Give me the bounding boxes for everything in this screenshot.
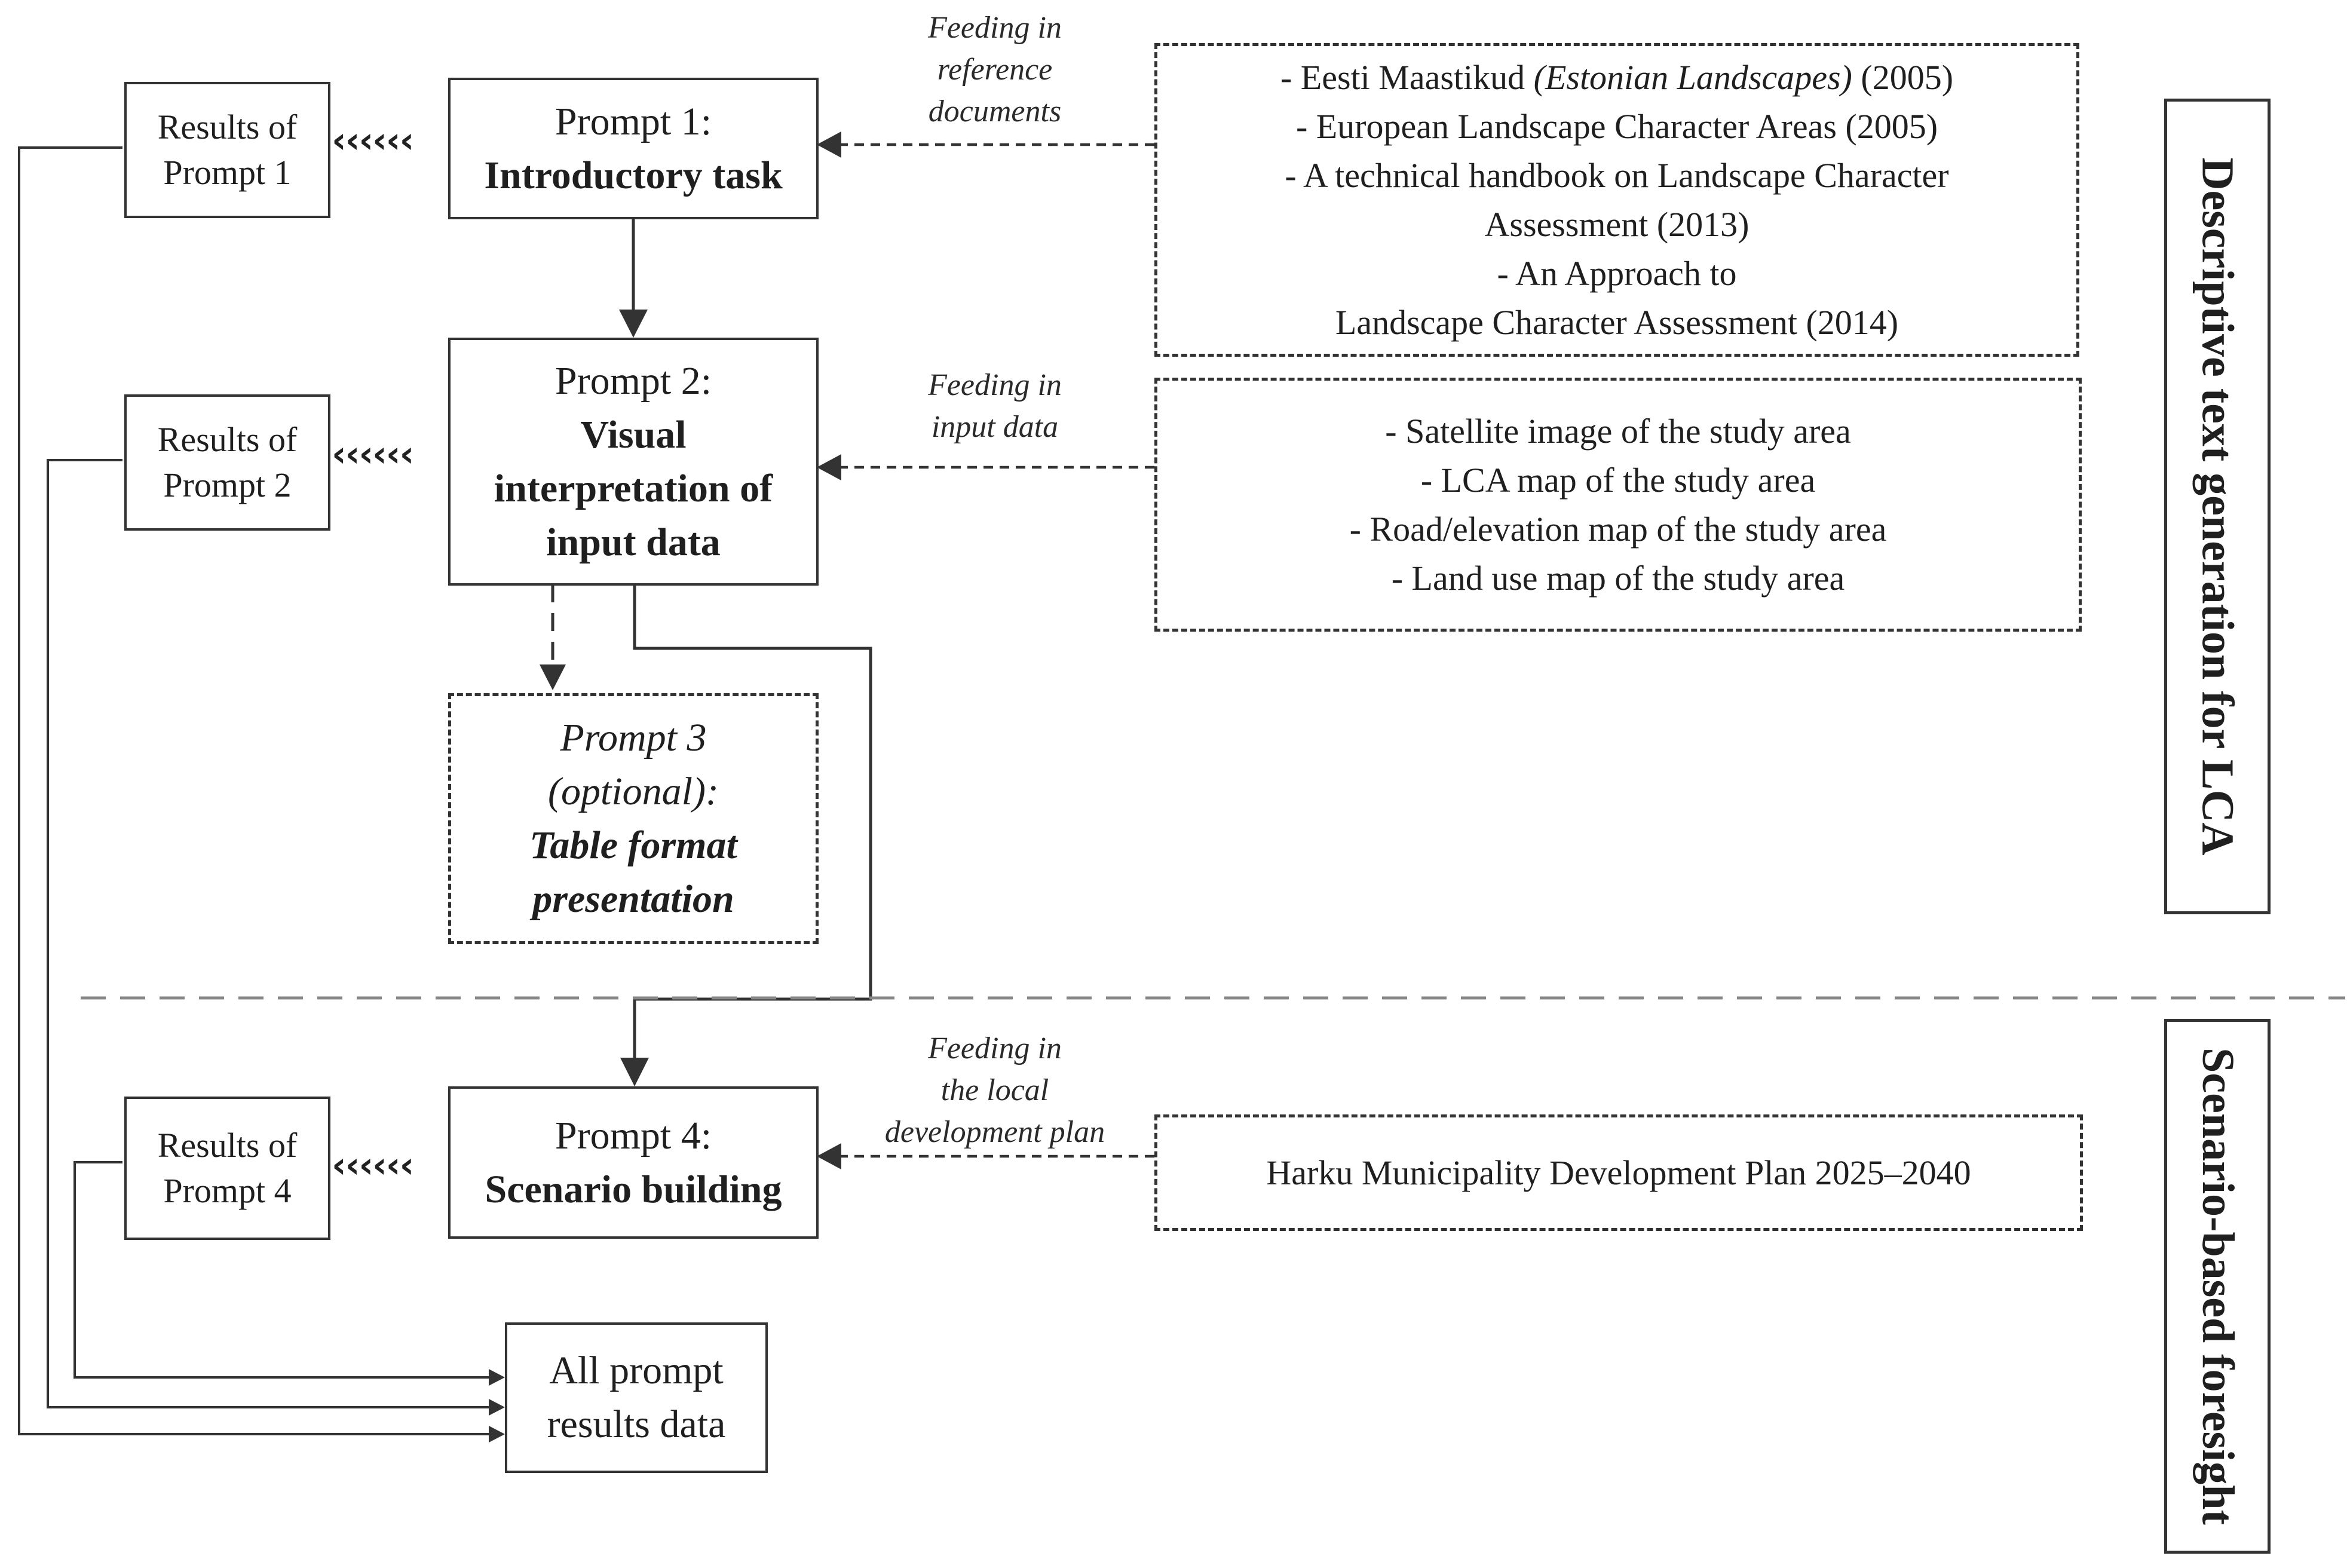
prompt-2-box: Prompt 2: Visual interpretation of input…: [448, 338, 819, 586]
arrowhead-p2-to-p3: [540, 664, 566, 690]
feeding-text: the local: [940, 1073, 1049, 1107]
prompt-1-title: Prompt 1:: [554, 99, 712, 143]
input-data-line: - Road/elevation map of the study area: [1349, 509, 1887, 549]
development-plan-box: Harku Municipality Development Plan 2025…: [1154, 1114, 2083, 1231]
feeding-text: input data: [931, 410, 1059, 444]
results-label: Results of: [157, 108, 298, 146]
result-chevrons-2: ‹‹‹‹‹‹: [332, 433, 414, 475]
section-label-text: Descriptive text generation for LCA: [2192, 157, 2243, 856]
input-data-line: - Land use map of the study area: [1391, 558, 1845, 598]
feeding-text: Feeding in: [928, 368, 1062, 402]
results-label: Results of: [157, 420, 298, 459]
development-plan-text: Harku Municipality Development Plan 2025…: [1266, 1153, 1971, 1192]
result-chevrons-4: ‹‹‹‹‹‹: [332, 1144, 414, 1186]
prompt-2-name-line: interpretation of: [494, 466, 773, 510]
result-arrowhead-p1: [489, 1426, 505, 1443]
feed-arrowhead-2: [817, 454, 841, 480]
feeding-label-reference: Feeding in reference documents: [866, 7, 1123, 133]
results-label: Results of: [157, 1126, 298, 1165]
all-results-box: All prompt results data: [505, 1322, 768, 1473]
prompt-4-title: Prompt 4:: [554, 1113, 712, 1157]
prompt-3-box: Prompt 3 (optional): Table format presen…: [448, 693, 819, 944]
result-chevrons-1: ‹‹‹‹‹‹: [332, 120, 414, 161]
result-line-p2: [47, 459, 490, 1408]
result-arrowhead-p4: [489, 1369, 505, 1386]
input-data-line: - Satellite image of the study area: [1385, 411, 1851, 451]
feeding-text: documents: [928, 94, 1062, 128]
results-label: Prompt 1: [163, 153, 292, 192]
results-box-prompt-1: Results of Prompt 1: [124, 82, 330, 218]
prompt-2-title: Prompt 2:: [554, 359, 712, 403]
prompt-1-name: Introductory task: [484, 153, 783, 197]
feeding-text: Feeding in: [928, 1031, 1062, 1065]
reference-doc-line: - An Approach to: [1497, 254, 1737, 293]
results-box-prompt-4: Results of Prompt 4: [124, 1097, 330, 1240]
prompt-3-title-line: Prompt 3: [560, 716, 707, 760]
prompt-3-name-line: presentation: [532, 877, 734, 921]
prompt-2-name-line: Visual: [580, 412, 687, 457]
result-line-p4: [73, 1161, 490, 1379]
reference-doc-italic: (Estonian Landscapes): [1533, 58, 1852, 97]
prompt-1-box: Prompt 1: Introductory task: [448, 78, 819, 219]
section-label-text: Scenario-based foresight: [2192, 1048, 2243, 1525]
reference-doc-line: - A technical handbook on Landscape Char…: [1285, 156, 1949, 195]
section-label-scenario: Scenario-based foresight: [2164, 1019, 2271, 1554]
feed-arrowhead-1: [817, 131, 841, 158]
feeding-text: development plan: [884, 1115, 1105, 1149]
reference-doc-line: - European Landscape Character Areas (20…: [1295, 107, 1938, 146]
input-data-line: - LCA map of the study area: [1420, 460, 1816, 500]
input-data-box: - Satellite image of the study area - LC…: [1154, 378, 2082, 632]
feeding-label-input-data: Feeding in input data: [866, 365, 1123, 448]
result-arrowhead-p2: [489, 1399, 505, 1416]
prompt-3-title-line: (optional):: [548, 770, 719, 813]
reference-doc-line: - Eesti Maastikud (Estonian Landscapes) …: [1280, 53, 1953, 102]
results-label: Prompt 2: [163, 466, 292, 504]
prompt-2-name-line: input data: [546, 520, 721, 564]
feeding-text: Feeding in: [928, 11, 1062, 45]
results-box-prompt-2: Results of Prompt 2: [124, 394, 330, 531]
arrowhead-p2-to-p4: [620, 1058, 649, 1086]
feeding-label-development-plan: Feeding in the local development plan: [854, 1028, 1135, 1153]
reference-doc-text: (2005): [1852, 58, 1954, 97]
arrow-p2-to-p4: [633, 586, 872, 1062]
all-results-label: results data: [547, 1402, 726, 1446]
prompt-3-name-line: Table format: [529, 823, 737, 867]
reference-doc-line: Assessment (2013): [1484, 205, 1750, 244]
feeding-text: reference: [937, 53, 1053, 87]
feed-arrowhead-3: [817, 1143, 841, 1169]
reference-doc-text: - Eesti Maastikud: [1280, 58, 1534, 97]
reference-documents-box: - Eesti Maastikud (Estonian Landscapes) …: [1154, 43, 2079, 357]
arrowhead-p1-to-p2: [619, 310, 648, 338]
all-results-label: All prompt: [549, 1349, 724, 1392]
reference-doc-line: Landscape Character Assessment (2014): [1335, 303, 1899, 342]
section-label-descriptive: Descriptive text generation for LCA: [2164, 99, 2271, 914]
result-line-p1: [18, 146, 490, 1435]
prompt-4-name: Scenario building: [485, 1167, 782, 1211]
results-label: Prompt 4: [163, 1171, 292, 1210]
prompt-4-box: Prompt 4: Scenario building: [448, 1086, 819, 1239]
